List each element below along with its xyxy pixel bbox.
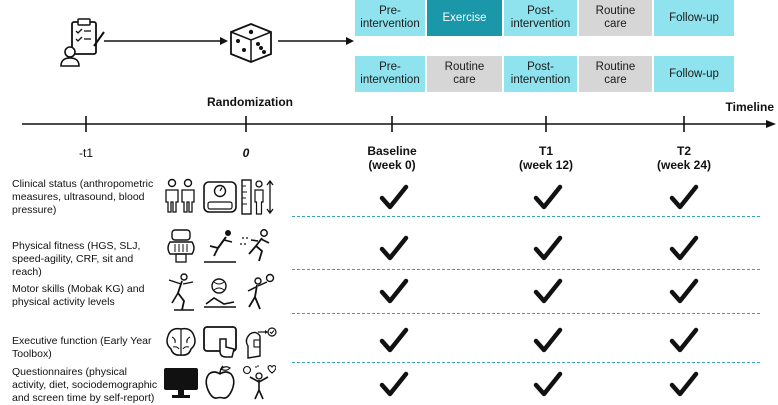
dice-icon: [230, 23, 272, 63]
handgrip-icon: [167, 229, 195, 263]
check-icon: [379, 184, 409, 210]
playing-child-icon: [247, 273, 275, 310]
row-separator: [292, 313, 760, 314]
timepoint-baseline: Baseline (week 0): [367, 144, 417, 172]
category-clinical-status: Clinical status (anthropometric measures…: [12, 178, 154, 216]
scale-icon: [203, 181, 237, 213]
category-questionnaires: Questionnaires (physical activity, diet,…: [12, 366, 158, 404]
row-separator: [292, 362, 760, 363]
arm2-follow-up: Follow-up: [654, 56, 734, 92]
row-separator: [292, 216, 760, 217]
arm1-post-intervention: Post- intervention: [504, 0, 577, 36]
row-separator: [292, 269, 760, 270]
timeline-label: Timeline: [725, 100, 774, 114]
arm2-pre-intervention: Pre- intervention: [355, 56, 425, 92]
cognition-icon: [245, 327, 277, 359]
check-icon: [379, 235, 409, 261]
long-jump-icon: [204, 230, 236, 263]
randomization-label: Randomization: [207, 95, 293, 109]
check-icon: [669, 184, 699, 210]
arm1-pre-intervention: Pre- intervention: [355, 0, 425, 36]
ball-skills-icon: [204, 278, 236, 308]
timepoint-t1: T1 (week 12): [518, 144, 574, 172]
check-icon: [669, 278, 699, 304]
arm1-follow-up: Follow-up: [654, 0, 734, 36]
arm2-post-intervention: Post- intervention: [504, 56, 577, 92]
running-icon: [240, 229, 270, 262]
tablet-touch-icon: [203, 326, 237, 358]
check-icon: [533, 184, 563, 210]
monitor-icon: [164, 368, 198, 398]
height-measure-icon: [241, 179, 274, 215]
check-icon: [669, 327, 699, 353]
timepoint-t2: T2 (week 24): [656, 144, 712, 172]
wellbeing-icon: [242, 364, 276, 400]
timepoint-minus-t1: -t1: [78, 146, 93, 160]
check-icon: [379, 371, 409, 397]
category-executive-function: Executive function (Early Year Toolbox): [12, 335, 152, 360]
timeline-axis: [22, 116, 776, 132]
check-icon: [533, 327, 563, 353]
check-icon: [379, 278, 409, 304]
check-icon: [379, 327, 409, 353]
apple-icon: [205, 365, 235, 399]
arm1-routine-care: Routine care: [579, 0, 652, 36]
arm1-exercise: Exercise: [427, 0, 502, 36]
category-physical-fitness: Physical fitness (HGS, SLJ, speed-agilit…: [12, 240, 141, 278]
check-icon: [533, 371, 563, 397]
check-icon: [533, 278, 563, 304]
timepoint-zero: 0: [242, 146, 250, 160]
category-motor-skills: Motor skills (Mobak KG) and physical act…: [12, 283, 145, 308]
arm2-routine-care: Routine care: [427, 56, 502, 92]
balancing-icon: [168, 273, 194, 311]
body-measurement-icon: [165, 178, 195, 213]
check-icon: [669, 371, 699, 397]
arm2-routine-care-2: Routine care: [579, 56, 652, 92]
check-icon: [533, 235, 563, 261]
assessment-clipboard-icon: [60, 18, 105, 67]
flow-arrows: [104, 37, 354, 45]
brain-icon: [166, 327, 196, 356]
check-icon: [669, 235, 699, 261]
